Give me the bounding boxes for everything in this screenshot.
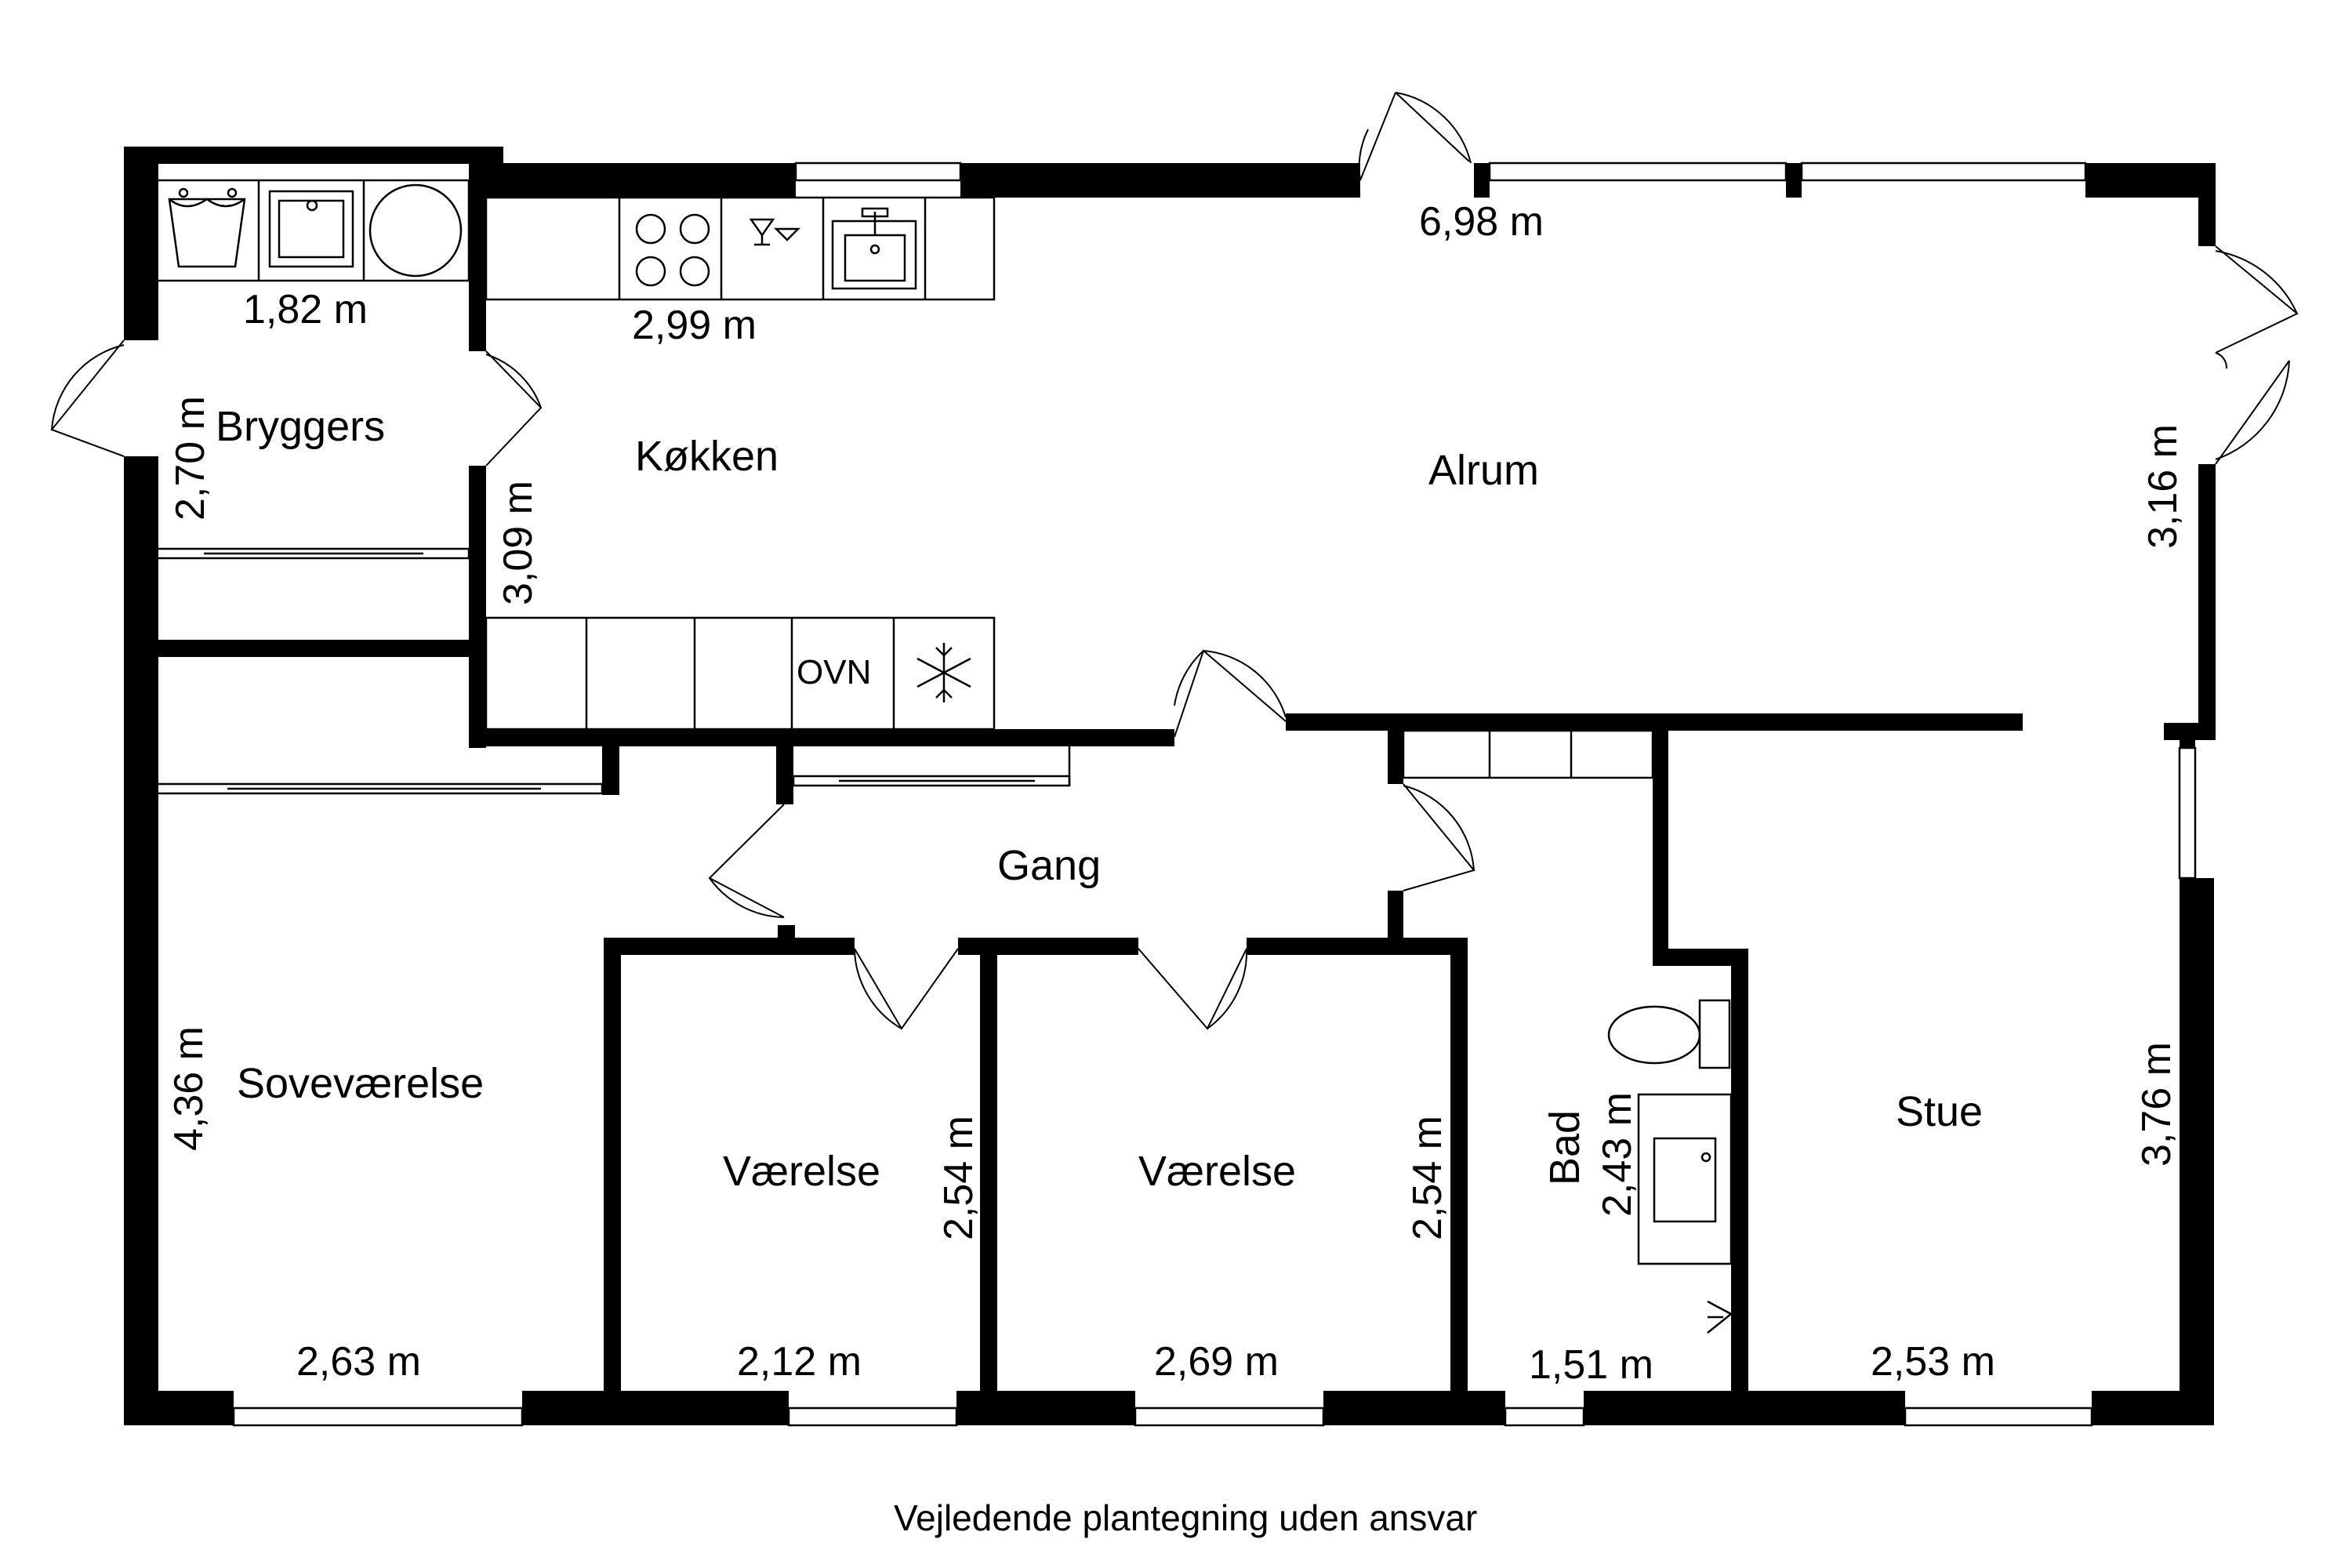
dim-alrum-height: 3,16 m — [2140, 424, 2186, 549]
dim-vaerelse-2-width: 2,69 m — [1154, 1339, 1279, 1385]
room-label-alrum: Alrum — [1428, 447, 1539, 494]
dim-bryggers-width: 1,82 m — [243, 287, 368, 332]
room-labels: Bryggers Køkken Alrum Gang Soveværelse V… — [216, 403, 1983, 1195]
doors — [50, 92, 2299, 1030]
towel-heater-icon — [1707, 1300, 1733, 1334]
freezer-icon — [916, 643, 971, 702]
windows — [232, 162, 2197, 1427]
oven-label: OVN — [797, 653, 871, 691]
wardrobes — [155, 547, 1654, 795]
washing-machine-icon — [368, 183, 463, 278]
dim-bad-width: 1,51 m — [1529, 1342, 1653, 1388]
dim-sovevaerelse-width: 2,63 m — [296, 1339, 421, 1385]
hob-icon — [635, 213, 710, 287]
laundry-basket-icon — [168, 187, 246, 268]
toilet-icon — [1607, 999, 1731, 1069]
room-label-bryggers: Bryggers — [216, 403, 385, 450]
room-label-kokken: Køkken — [635, 433, 779, 480]
plan-caption: Vejledende plantegning uden ansvar — [894, 1497, 1477, 1538]
room-label-vaerelse-2: Værelse — [1138, 1148, 1296, 1195]
dim-bad-height: 2,43 m — [1595, 1092, 1640, 1217]
dim-stue-width: 2,53 m — [1871, 1339, 1995, 1385]
room-label-stue: Stue — [1896, 1088, 1983, 1135]
interior-walls — [157, 163, 2023, 1408]
kitchen-sink-icon — [831, 207, 917, 290]
dim-vaerelse-1-height: 2,54 m — [936, 1116, 982, 1240]
dim-kokken-width: 2,99 m — [632, 303, 757, 348]
dim-bryggers-height: 2,70 m — [168, 396, 213, 521]
dim-vaerelse-1-width: 2,12 m — [737, 1339, 862, 1385]
kitchen-bottom-counter — [485, 616, 996, 731]
dim-stue-height: 3,76 m — [2134, 1042, 2180, 1167]
laundry-appliances — [155, 179, 470, 282]
room-label-gang: Gang — [997, 842, 1101, 889]
dimension-labels: 1,82 m 2,70 m 2,99 m 3,09 m 6,98 m 3,16 … — [166, 199, 2186, 1388]
room-label-sovevaerelse: Soveværelse — [237, 1060, 484, 1107]
dim-kokken-height: 3,09 m — [495, 481, 541, 605]
dishwasher-icon — [749, 218, 801, 246]
bathroom-fixtures — [1607, 999, 1733, 1334]
exterior-walls — [124, 147, 2216, 1425]
dim-alrum-width: 6,98 m — [1419, 199, 1544, 245]
room-label-bad: Bad — [1541, 1110, 1588, 1185]
utility-sink-icon — [268, 190, 354, 268]
dim-vaerelse-2-height: 2,54 m — [1405, 1116, 1450, 1240]
bathroom-sink-icon — [1637, 1093, 1733, 1265]
kitchen-top-counter — [485, 196, 996, 301]
dim-sovevaerelse-height: 4,36 m — [166, 1026, 212, 1151]
room-label-vaerelse-1: Værelse — [723, 1148, 880, 1195]
